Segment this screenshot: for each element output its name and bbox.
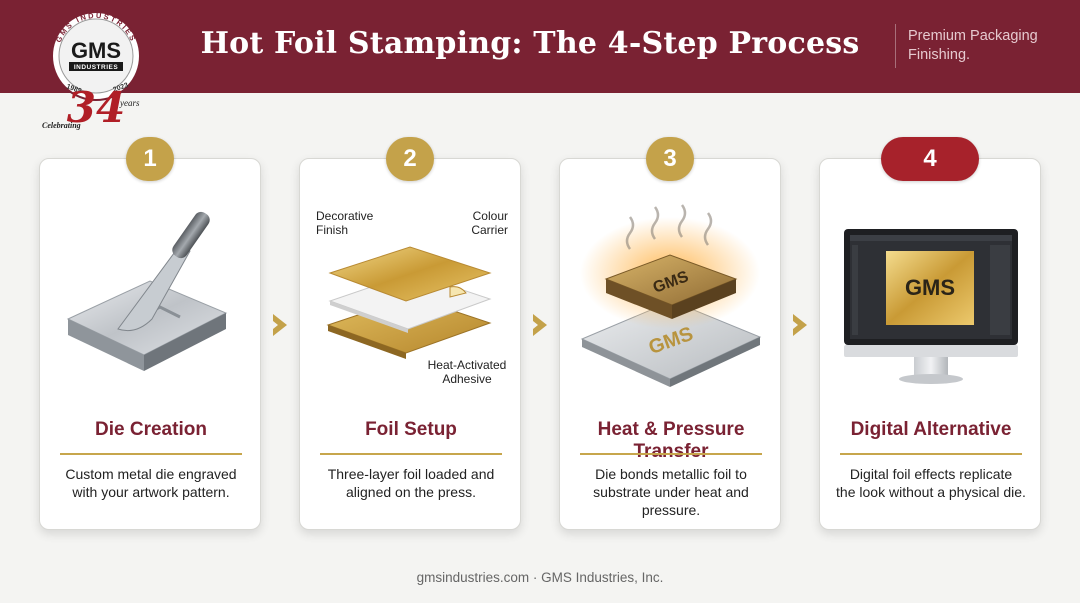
label-line: Heat-Activated <box>427 358 507 372</box>
step-description: Die bonds metallic foil to substrate und… <box>570 465 772 519</box>
header-tagline: Premium Packaging Finishing. <box>908 27 1068 65</box>
screen-brand: GMS <box>905 275 955 300</box>
step-description: Three-layer foil loaded and aligned on t… <box>310 465 512 501</box>
desc-line-1: Die bonds metallic foil to <box>595 466 747 482</box>
label-line: Finish <box>316 223 349 237</box>
label-decorative-finish: Decorative Finish <box>316 209 373 237</box>
label-line: Adhesive <box>442 372 492 386</box>
chevron-right-icon <box>789 312 811 338</box>
header-divider <box>895 24 896 68</box>
label-heat-activated-adhesive: Heat-Activated Adhesive <box>412 358 522 386</box>
logo-year-left: 1989 <box>65 83 82 95</box>
heat-press-illustration: GMS GMS <box>560 189 782 429</box>
logo-celebrating: Celebrating <box>42 121 81 130</box>
tagline-line-1: Premium Packaging <box>908 28 1038 44</box>
title-underline <box>580 453 762 455</box>
step-description: Digital foil effects replicate the look … <box>830 465 1032 501</box>
company-logo: GMS INDUSTRIES GMS INDUSTRIES 1989 2023 … <box>36 10 156 140</box>
desc-line-1: Digital foil effects replicate <box>849 466 1013 482</box>
chevron-right-icon <box>269 312 291 338</box>
label-line: Colour <box>472 209 508 223</box>
desc-line-2: substrate under heat and pressure. <box>593 484 749 518</box>
desc-line-2: with your artwork pattern. <box>72 484 230 500</box>
desc-line-2: the look without a physical die. <box>836 484 1026 500</box>
step-title: Die Creation <box>95 419 207 440</box>
logo-years-word: years <box>119 98 140 108</box>
chevron-right-icon <box>529 312 551 338</box>
footer-text: gmsindustries.com · GMS Industries, Inc. <box>416 570 664 585</box>
desc-line-1: Custom metal die engraved <box>65 466 237 482</box>
step-card-foil-setup: Decorative Finish Colour Carrier Heat-Ac… <box>299 158 521 530</box>
label-line: Carrier <box>471 223 508 237</box>
page-title: Hot Foil Stamping: The 4-Step Process <box>200 26 860 61</box>
step-badge-4: 4 <box>881 137 979 181</box>
logo-sub: INDUSTRIES <box>74 64 119 71</box>
step-card-heat-pressure: GMS GMS Heat & Pressure Transfer Die bon… <box>559 158 781 530</box>
step-title: Foil Setup <box>365 419 457 440</box>
die-illustration <box>40 189 262 429</box>
logo-number: 34 <box>67 83 125 132</box>
step-badge-2: 2 <box>386 137 434 181</box>
step-badge-1: 1 <box>126 137 174 181</box>
header-banner: Hot Foil Stamping: The 4-Step Process Pr… <box>0 0 1080 93</box>
logo-brand: GMS <box>71 38 121 63</box>
title-underline <box>60 453 242 455</box>
label-line: Decorative <box>316 209 374 223</box>
desc-line-1: Three-layer foil loaded and <box>327 466 495 482</box>
step-description: Custom metal die engraved with your artw… <box>50 465 252 501</box>
step-title: Heat & Pressure Transfer <box>597 419 745 462</box>
desc-line-2: aligned on the press. <box>346 484 476 500</box>
step-badge-3: 3 <box>646 137 694 181</box>
label-colour-carrier: Colour Carrier <box>460 209 508 237</box>
title-underline <box>840 453 1022 455</box>
step-card-digital-alternative: GMS Digital Alternative Digital foil eff… <box>819 158 1041 530</box>
logo-year-right: 2023 <box>112 82 129 94</box>
tagline-line-2: Finishing. <box>908 47 971 63</box>
step-title: Digital Alternative <box>850 419 1012 440</box>
step-card-die-creation: Die Creation Custom metal die engraved w… <box>39 158 261 530</box>
foil-layers-illustration <box>300 189 522 429</box>
title-underline <box>320 453 502 455</box>
monitor-illustration: GMS <box>820 189 1042 429</box>
